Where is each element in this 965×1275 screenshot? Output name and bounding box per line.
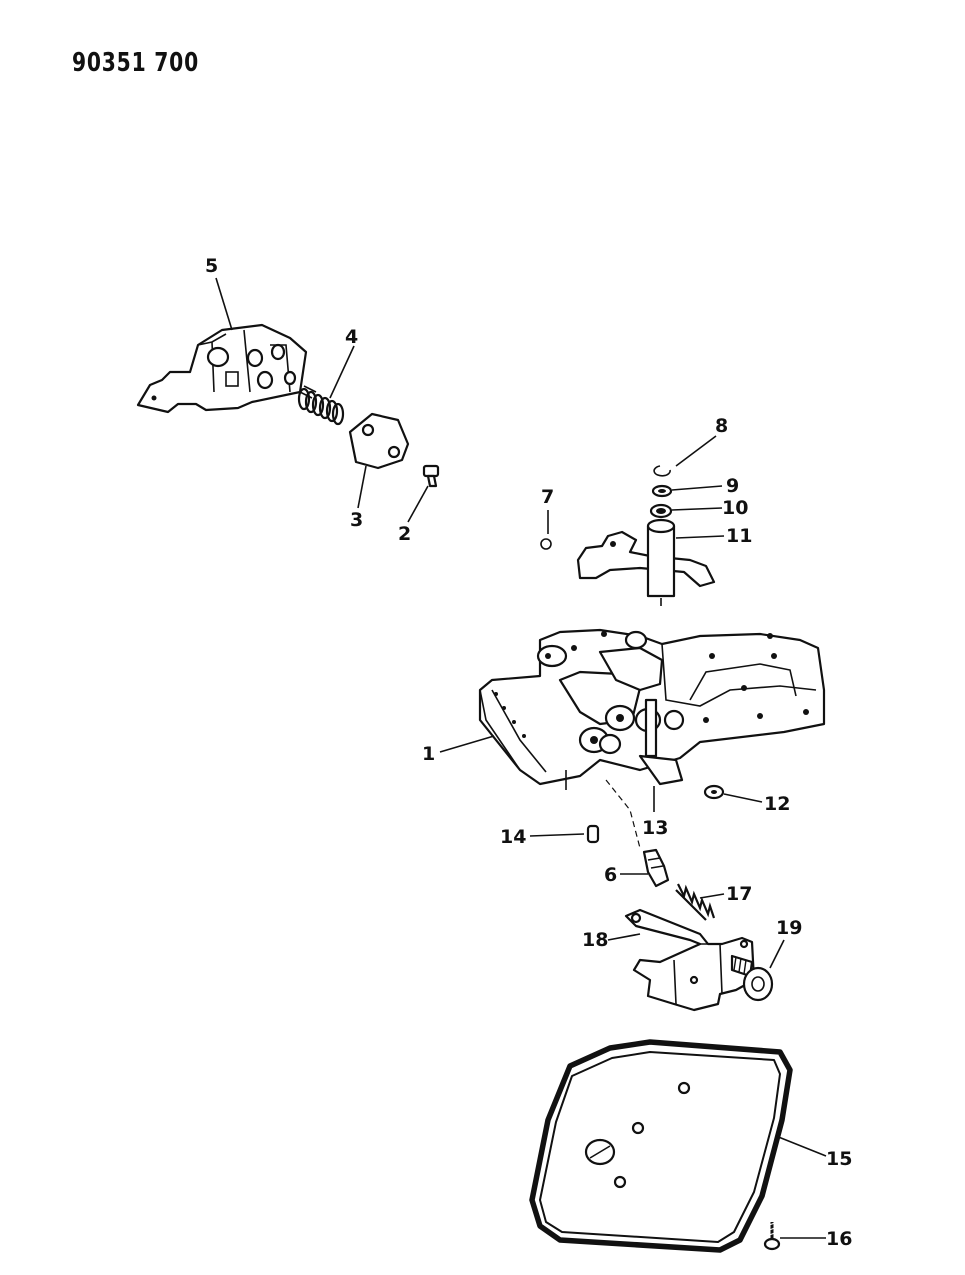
part-6-valve (642, 848, 670, 888)
callout-15: 15 (826, 1148, 852, 1170)
callout-11: 11 (726, 525, 752, 547)
callout-18: 18 (582, 929, 608, 951)
callout-7: 7 (541, 486, 554, 508)
part-2-screw (422, 464, 440, 488)
part-16-filter-screw (763, 1222, 781, 1251)
part-3-cover-plate (348, 412, 410, 470)
callout-16: 16 (826, 1228, 852, 1250)
part-15-oil-filter (529, 1039, 793, 1253)
callout-4: 4 (345, 326, 358, 348)
part-4-spring (297, 385, 345, 426)
part-14-plug (586, 824, 600, 844)
part-9-washer (651, 484, 673, 498)
part-12-nut (703, 784, 725, 800)
callout-17: 17 (726, 883, 752, 905)
diagram-number: 90351 700 (72, 48, 199, 78)
callout-5: 5 (205, 255, 218, 277)
callout-12: 12 (764, 793, 790, 815)
callout-1: 1 (422, 743, 435, 765)
part-1-valve-body-assembly (478, 628, 826, 790)
part-19-adjusting-bolt (730, 954, 774, 1002)
part-8-e-clip (653, 465, 671, 477)
callout-6: 6 (604, 864, 617, 886)
part-11-manual-lever (576, 518, 716, 606)
part-18-bracket (624, 908, 756, 1012)
callout-14: 14 (500, 826, 526, 848)
callout-10: 10 (722, 497, 748, 519)
callout-9: 9 (726, 475, 739, 497)
callout-3: 3 (350, 509, 363, 531)
part-5-valve-body (136, 323, 308, 414)
part-10-seal (649, 503, 673, 519)
part-7-check-ball (540, 538, 552, 550)
part-17-spring (675, 883, 716, 921)
callout-13: 13 (642, 817, 668, 839)
callout-8: 8 (715, 415, 728, 437)
callout-2: 2 (398, 523, 411, 545)
callout-19: 19 (776, 917, 802, 939)
